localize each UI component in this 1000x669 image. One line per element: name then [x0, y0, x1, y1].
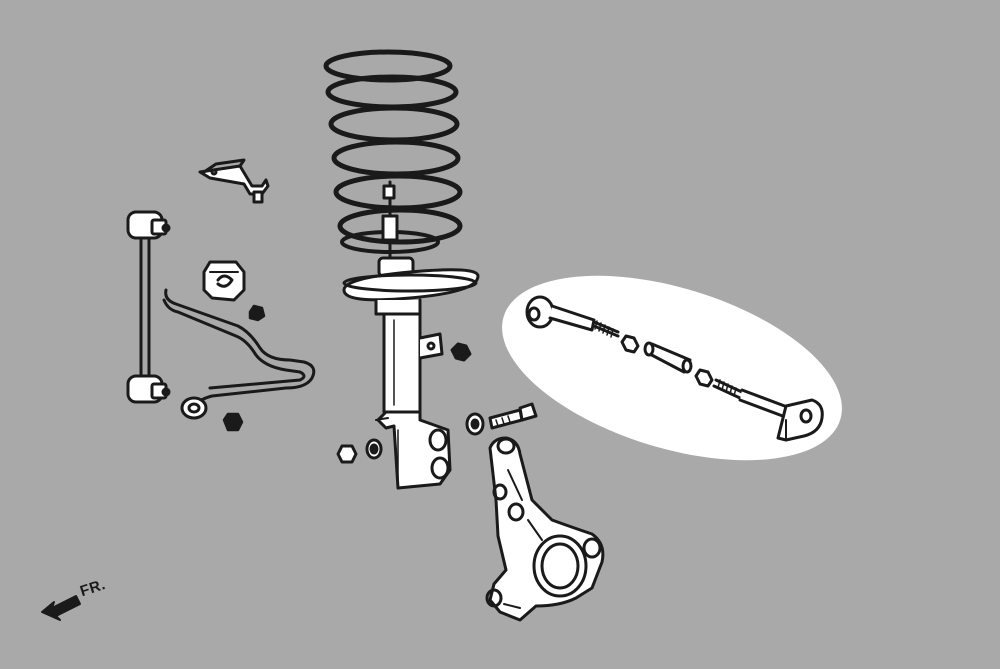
- coil-spring: [323, 49, 463, 254]
- strut-bolts: [336, 342, 538, 464]
- stabilizer-bar: [162, 288, 316, 420]
- steering-knuckle: [485, 436, 605, 622]
- lateral-link: [525, 295, 824, 442]
- strut-rod: [381, 180, 399, 272]
- stabilizer-nuts: [222, 304, 266, 432]
- stabilizer-bushing: [202, 260, 246, 302]
- strut-assembly: [342, 256, 480, 490]
- highlight-ellipse: [502, 275, 842, 461]
- front-direction-arrow: [41, 595, 81, 621]
- stabilizer-bracket: [198, 158, 270, 204]
- stabilizer-link: [126, 210, 171, 404]
